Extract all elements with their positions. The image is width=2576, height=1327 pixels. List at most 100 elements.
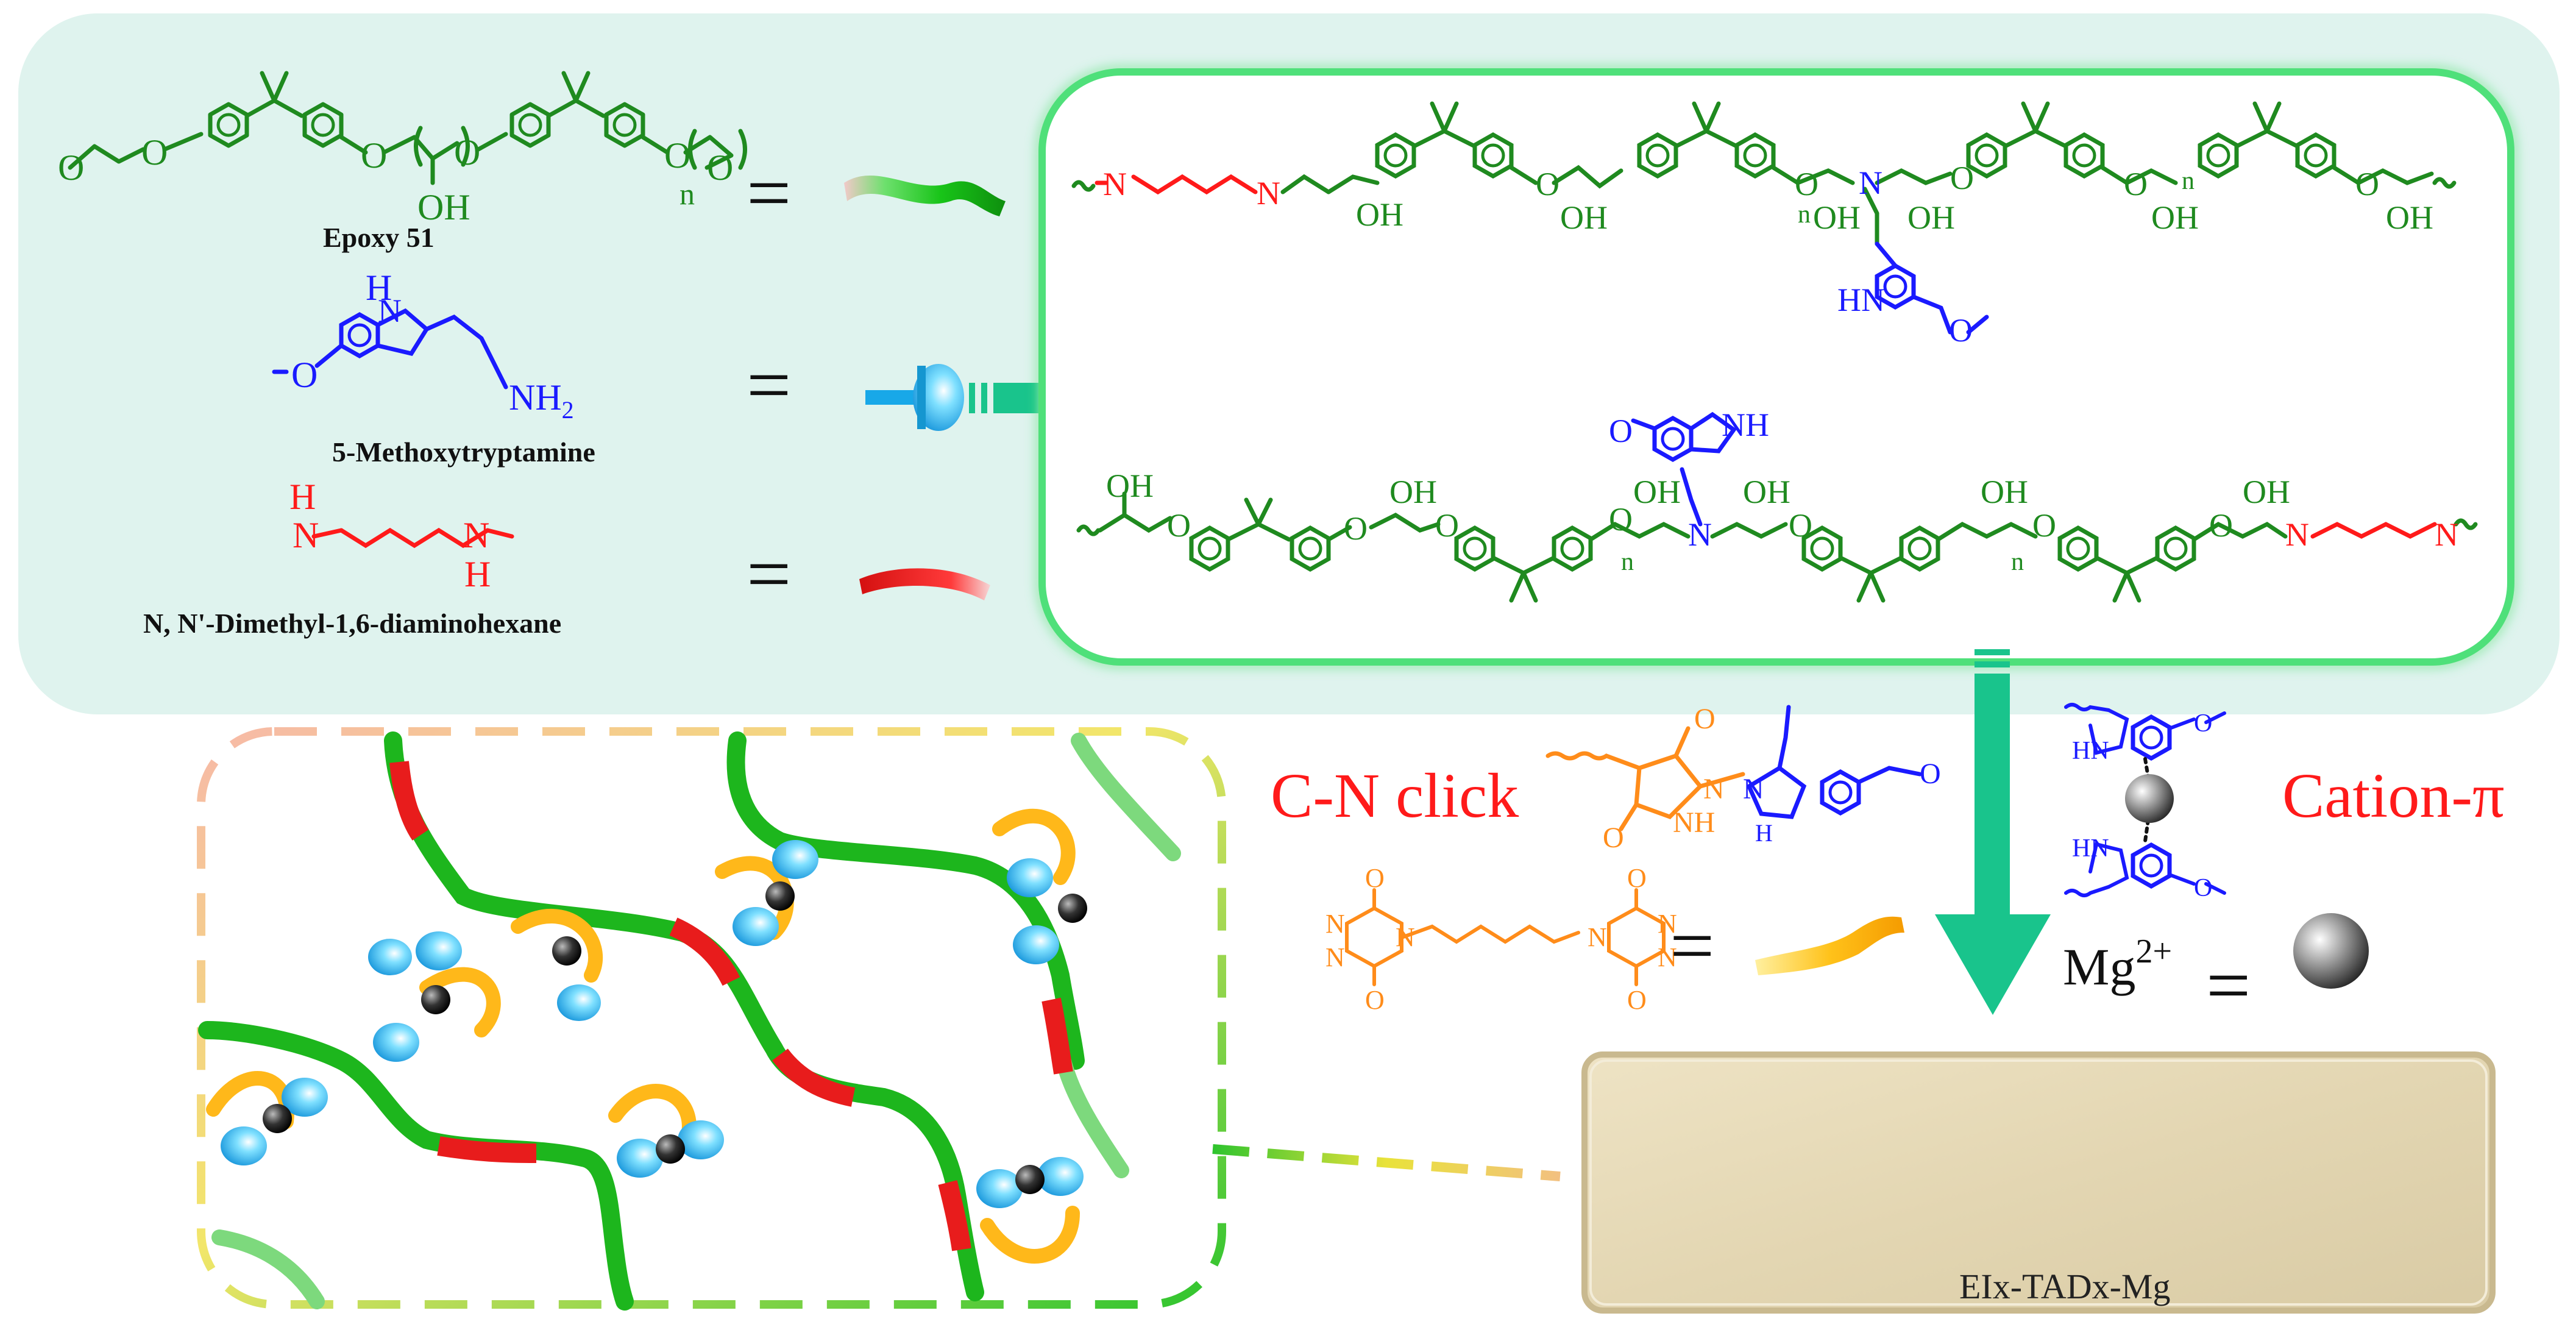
upper-oh-4: OH <box>1907 199 1955 236</box>
equals-tryptamine: = <box>747 341 791 429</box>
yellow-tad-symbol <box>1755 916 1904 975</box>
tad-n-2: N <box>1325 909 1345 939</box>
lower-chain-atoms: OH O O OH O O n OH N OH O OH n O O OH N … <box>1106 407 2458 576</box>
cn-methoxy-o: O <box>1920 758 1941 790</box>
lower-oh-3: OH <box>1633 474 1681 510</box>
cluster-3 <box>992 808 1087 964</box>
network-connector <box>1212 1144 1561 1181</box>
cpi-o-bottom: O <box>2194 874 2212 902</box>
cation-pi-label: Cation-π <box>2282 761 2504 831</box>
tad-o-3: O <box>1627 863 1647 893</box>
lower-o-5: O <box>1789 507 1812 544</box>
diamine-n-right: N <box>463 515 489 555</box>
tryptamine-atoms: H N O NH2 <box>291 268 574 424</box>
epoxy-o-right: O <box>707 148 733 188</box>
cluster-6 <box>976 1157 1084 1264</box>
lower-o-1: O <box>1167 507 1191 544</box>
upper-o-2: O <box>1795 166 1818 202</box>
equals-tad: = <box>1670 902 1714 990</box>
cn-click-label: C-N click <box>1271 761 1519 831</box>
network-chains <box>198 731 1181 1311</box>
equals-diamine: = <box>747 530 791 618</box>
epoxy-name: Epoxy 51 <box>323 222 435 253</box>
upper-n-right: N <box>1257 175 1280 212</box>
blue-indole-symbol <box>865 364 964 431</box>
upper-o-1: O <box>1536 166 1559 202</box>
cn-indole-h: H <box>1755 819 1773 847</box>
tryptamine-o: O <box>291 355 318 395</box>
cn-click-atoms: O O N NH N H O <box>1603 703 1941 854</box>
lower-indole-o: O <box>1609 413 1633 449</box>
tryptamine-name: 5-Methoxytryptamine <box>332 436 595 468</box>
lower-oh-2: OH <box>1389 474 1437 510</box>
upper-o-3: O <box>1950 160 1974 196</box>
tad-n-4: N <box>1588 922 1607 952</box>
upper-n-center: N <box>1859 165 1882 201</box>
tad-n-3: N <box>1325 942 1345 972</box>
lower-oh-4: OH <box>1743 474 1790 510</box>
mg-sphere-small <box>2125 774 2174 823</box>
lower-n-center: N <box>1688 516 1712 553</box>
cation-pi-structure <box>2064 703 2226 897</box>
tad-structure <box>1345 888 1666 986</box>
lower-n-left: N <box>2285 516 2309 553</box>
lower-indole-nh: NH <box>1722 407 1769 443</box>
cn-click-structure <box>1545 705 1922 831</box>
cn-n: N <box>1703 773 1725 805</box>
lower-o-2: O <box>1344 510 1368 547</box>
network-frame <box>197 727 1226 1309</box>
lower-sub-n-1: n <box>1621 548 1634 576</box>
mg-label: Mg2+ <box>2063 933 2172 996</box>
tad-atoms: O O O O N N N N N N <box>1325 863 1677 1015</box>
upper-oh-6: OH <box>2386 199 2433 236</box>
tryptamine-ring-h: H <box>366 268 392 308</box>
upper-indole-o: O <box>1949 312 1973 349</box>
red-chain-symbol <box>859 568 990 600</box>
cluster-7 <box>368 908 603 1021</box>
epoxy-o-5: O <box>664 135 690 176</box>
mg-sphere-large <box>2293 913 2369 989</box>
upper-indole-hn: HN <box>1837 282 1885 318</box>
product-frame <box>1038 68 2514 666</box>
cn-nh: NH <box>1673 806 1715 839</box>
diamine-atoms: H N N H <box>289 477 491 594</box>
tad-o-2: O <box>1365 985 1385 1015</box>
cluster-5 <box>608 1084 724 1178</box>
cpi-hn-top: HN <box>2072 737 2109 765</box>
epoxy-oh: OH <box>417 187 470 227</box>
network-indole-clusters <box>206 808 1087 1264</box>
upper-oh-3: OH <box>1813 199 1861 236</box>
cpi-hn-bottom: HN <box>2072 834 2109 863</box>
diamine-n-left: N <box>293 515 319 555</box>
upper-chain <box>1071 101 2457 335</box>
cluster-4 <box>206 1071 328 1165</box>
cn-o-top: O <box>1694 703 1716 735</box>
sample-label: EIx-TADx-Mg <box>1959 1267 2171 1306</box>
tad-o-4: O <box>1627 985 1647 1015</box>
epoxy-o-2: O <box>141 132 168 173</box>
cluster-2 <box>715 840 818 946</box>
lower-oh-6: OH <box>2243 474 2290 510</box>
epoxy-o-left: O <box>58 148 84 188</box>
green-chain-symbol <box>844 176 1006 216</box>
lower-o-6: O <box>2032 507 2056 544</box>
lower-n-right: N <box>2435 516 2458 553</box>
upper-oh-5: OH <box>2151 199 2199 236</box>
cluster-1 <box>373 931 501 1062</box>
upper-o-4: O <box>2124 166 2148 202</box>
network-red-segments <box>389 761 1073 1251</box>
lower-sub-n-2: n <box>2011 548 2024 576</box>
equals-mg: = <box>2206 942 2251 1030</box>
upper-o-5: O <box>2355 166 2379 202</box>
tad-n-5: N <box>1658 909 1677 939</box>
upper-sub-n-1: n <box>1798 201 1811 229</box>
cn-o-bottom: O <box>1603 822 1624 854</box>
diamine-h-left: H <box>289 477 316 517</box>
tad-n-1: N <box>1396 922 1415 952</box>
lower-chain <box>1076 411 2478 603</box>
diamine-structure <box>311 527 514 549</box>
upper-n-left: N <box>1103 166 1127 202</box>
tad-n-6: N <box>1658 942 1677 972</box>
tryptamine-ring-n: N <box>378 293 402 329</box>
arrow-down <box>1935 649 2051 1015</box>
